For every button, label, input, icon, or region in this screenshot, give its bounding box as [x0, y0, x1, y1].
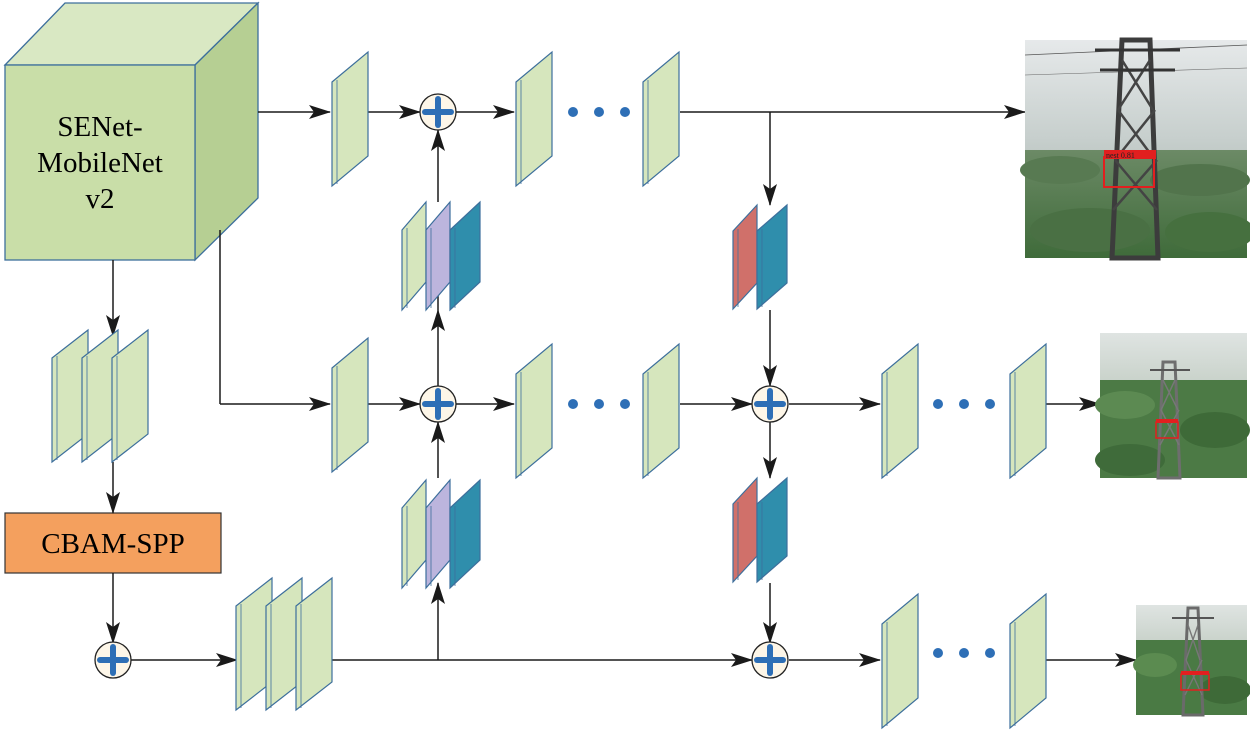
cbam-spp-block: CBAM-SPP	[4, 512, 222, 574]
feature-map-top-2	[515, 50, 553, 188]
concat-red-2	[732, 476, 758, 584]
plus-top-icon	[419, 93, 457, 131]
concat-teal-2	[449, 478, 481, 590]
feature-map-mid-3	[642, 342, 680, 480]
feature-map-bot-2	[1009, 592, 1047, 730]
feature-map-bot-1	[881, 592, 919, 730]
concat-teal-right-1	[756, 203, 788, 311]
connections	[106, 105, 1137, 667]
cube-front-face	[4, 64, 196, 261]
concat-purple-2	[425, 478, 451, 590]
feature-maps	[51, 50, 1047, 730]
concat-green-2	[401, 478, 427, 590]
feature-map-mid-4	[881, 342, 919, 480]
feature-map-top-1	[331, 50, 369, 188]
feature-stack-left-3	[111, 328, 149, 464]
backbone-label-line-1: SENet-	[57, 111, 142, 143]
feature-map-top-3	[642, 50, 680, 188]
plus-mid-right-icon	[751, 385, 789, 423]
concat-red-1	[732, 203, 758, 311]
output-bottom-image	[1133, 605, 1250, 717]
backbone-label-line-3: v2	[86, 183, 115, 215]
output-top-image: nest 0.81	[1020, 37, 1250, 261]
feature-stack-bottom-3	[295, 576, 333, 712]
ellipses	[568, 107, 995, 658]
ellipsis-mid-2-icon	[933, 399, 995, 409]
concat-teal-1	[449, 200, 481, 312]
concat-green-1	[401, 200, 427, 312]
ellipsis-bot-icon	[933, 648, 995, 658]
feature-map-mid-2	[515, 342, 553, 480]
cbam-spp-label: CBAM-SPP	[41, 528, 184, 560]
feature-map-mid-1	[331, 336, 369, 474]
backbone-cube: SENet- MobileNet v2	[3, 1, 260, 262]
plus-cbam-icon	[94, 641, 132, 679]
plus-bottom-icon	[751, 641, 789, 679]
output-middle-image	[1095, 333, 1250, 480]
detection-top-label: nest 0.81	[1106, 151, 1135, 160]
feature-map-mid-5	[1009, 342, 1047, 480]
plus-mid-left-icon	[419, 385, 457, 423]
ellipsis-top-icon	[568, 107, 630, 117]
concat-teal-right-2	[756, 476, 788, 584]
add-operations	[94, 93, 789, 679]
backbone-label-line-2: MobileNet	[37, 147, 163, 179]
concat-purple-1	[425, 200, 451, 312]
ellipsis-mid-1-icon	[568, 399, 630, 409]
